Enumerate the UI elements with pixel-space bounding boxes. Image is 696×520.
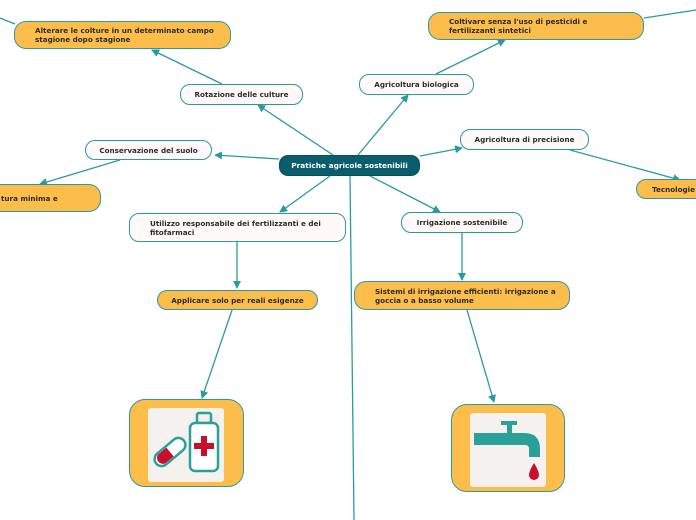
- edge-root-irrigazione: [369, 175, 441, 213]
- medicine-icon: [148, 408, 224, 482]
- root-node[interactable]: Pratiche agricole sostenibili: [279, 155, 420, 176]
- medicine-bottle-and-pill-icon: [153, 411, 220, 473]
- node-sistemi[interactable]: Sistemi di irrigazione efficienti: irrig…: [354, 281, 570, 310]
- node-utilizzo[interactable]: Utilizzo responsabile dei fertilizzanti …: [129, 213, 346, 242]
- edge-root-down: [349, 175, 355, 520]
- water-tap-with-drop-icon: [474, 421, 540, 480]
- node-tecnologie[interactable]: Tecnologie: [636, 179, 696, 199]
- node-biologica[interactable]: Agricoltura biologica: [359, 74, 474, 95]
- edge-applicare-image: [200, 309, 233, 399]
- node-rotazione[interactable]: Rotazione delle culture: [180, 84, 303, 105]
- node-coltivare[interactable]: Coltivare senza l'uso di pesticidi e fer…: [428, 12, 644, 40]
- edge-alterare-offscreen: [0, 17, 16, 25]
- node-lavorazione[interactable]: tura minima e: [0, 184, 101, 212]
- image-node-tap[interactable]: [451, 404, 565, 492]
- edge-root-biologica: [357, 94, 409, 156]
- edge-coltivare-offscreen: [643, 9, 696, 19]
- node-alterare[interactable]: Alterare le colture in un determinato ca…: [14, 21, 231, 49]
- edge-sistemi-image: [466, 309, 496, 403]
- edge-root-rotazione: [257, 104, 334, 156]
- node-applicare[interactable]: Applicare solo per reali esigenze: [157, 290, 318, 310]
- node-precisione[interactable]: Agricoltura di precisione: [460, 129, 589, 150]
- node-conservazione[interactable]: Conservazione del suolo: [85, 140, 212, 160]
- edge-conservazione-lavorazione: [39, 159, 121, 186]
- edge-biologica-coltivare: [435, 39, 506, 75]
- edge-root-conservazione: [214, 151, 280, 160]
- edge-root-precisione: [419, 145, 463, 157]
- image-node-medicine[interactable]: [129, 399, 244, 487]
- edge-root-utilizzo: [279, 175, 331, 213]
- edge-rotazione-alterare: [151, 49, 223, 85]
- node-irrigazione[interactable]: Irrigazione sostenibile: [401, 212, 523, 233]
- edge-precisione-tecnologie: [569, 149, 681, 183]
- tap-icon: [470, 413, 546, 487]
